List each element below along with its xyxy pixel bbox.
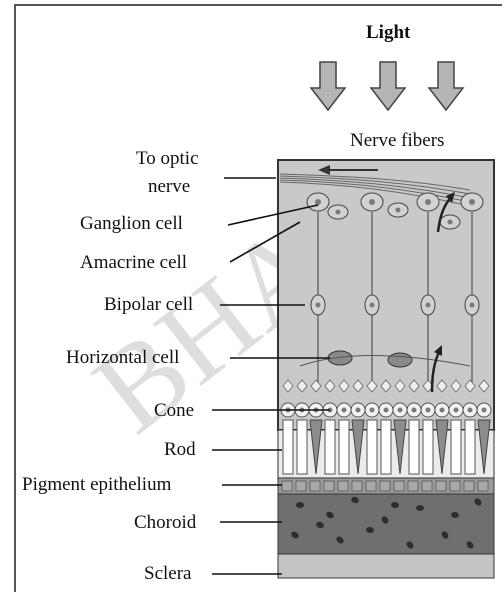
label-rod: Rod [164, 439, 196, 461]
light-label: Light [366, 22, 410, 44]
label-sclera: Sclera [144, 563, 191, 585]
label-optic-nerve-line1: To optic [136, 148, 199, 170]
rod-cell [283, 420, 293, 474]
ganglion-nucleus [469, 199, 475, 205]
rod-cell [367, 420, 377, 474]
photoreceptor-nucleus [482, 408, 487, 413]
pigment-cell [464, 481, 474, 491]
label-choroid: Choroid [134, 512, 196, 534]
pigment-cell [478, 481, 488, 491]
photoreceptor-nucleus [440, 408, 445, 413]
rod-cell [339, 420, 349, 474]
photoreceptor-nucleus [454, 408, 459, 413]
pigment-cell [436, 481, 446, 491]
bipolar-nucleus [370, 303, 375, 308]
pigment-cell [366, 481, 376, 491]
pigment-cell [422, 481, 432, 491]
pigment-cell [394, 481, 404, 491]
rod-cell [409, 420, 419, 474]
ganglion-nucleus [369, 199, 375, 205]
rod-cell [325, 420, 335, 474]
light-arrow-3 [429, 62, 463, 110]
label-horizontal-cell: Horizontal cell [66, 347, 179, 369]
photoreceptor-nucleus [468, 408, 473, 413]
label-pigment-epithelium: Pigment epithelium [22, 474, 171, 496]
pigment-cell [310, 481, 320, 491]
bipolar-nucleus [426, 303, 431, 308]
choroid-granule [416, 505, 424, 511]
photoreceptor-nucleus [356, 408, 361, 413]
bipolar-nucleus [316, 303, 321, 308]
ganglion-nucleus [425, 199, 431, 205]
sclera-layer [278, 554, 494, 578]
photoreceptor-nucleus [384, 408, 389, 413]
light-arrow-2 [371, 62, 405, 110]
amacrine-nucleus [336, 210, 341, 215]
pigment-cell [324, 481, 334, 491]
choroid-granule [296, 502, 304, 508]
amacrine-nucleus [396, 208, 401, 213]
rod-cell [451, 420, 461, 474]
light-arrows [311, 62, 463, 110]
pigment-cell [450, 481, 460, 491]
photoreceptor-nucleus [426, 408, 431, 413]
rod-cell [423, 420, 433, 474]
horizontal-cell [388, 353, 412, 367]
photoreceptor-nucleus [412, 408, 417, 413]
label-bipolar-cell: Bipolar cell [104, 294, 193, 316]
pigment-cell [282, 481, 292, 491]
nerve-fibers-label: Nerve fibers [350, 130, 444, 152]
label-amacrine-cell: Amacrine cell [80, 252, 187, 274]
rod-cell [465, 420, 475, 474]
label-ganglion-cell: Ganglion cell [80, 213, 183, 235]
ganglion-nucleus [315, 199, 321, 205]
rod-cell [297, 420, 307, 474]
label-optic-nerve-line2: nerve [148, 176, 190, 198]
label-cone: Cone [154, 400, 194, 422]
amacrine-nucleus [448, 220, 453, 225]
rod-cell [381, 420, 391, 474]
photoreceptor-nucleus [398, 408, 403, 413]
choroid-layer [278, 494, 494, 554]
bipolar-nucleus [470, 303, 475, 308]
pigment-cell [338, 481, 348, 491]
light-arrow-1 [311, 62, 345, 110]
pigment-cell [380, 481, 390, 491]
pigment-cell [352, 481, 362, 491]
photoreceptor-nucleus [342, 408, 347, 413]
pigment-cell [408, 481, 418, 491]
pigment-cell [296, 481, 306, 491]
photoreceptor-nucleus [370, 408, 375, 413]
